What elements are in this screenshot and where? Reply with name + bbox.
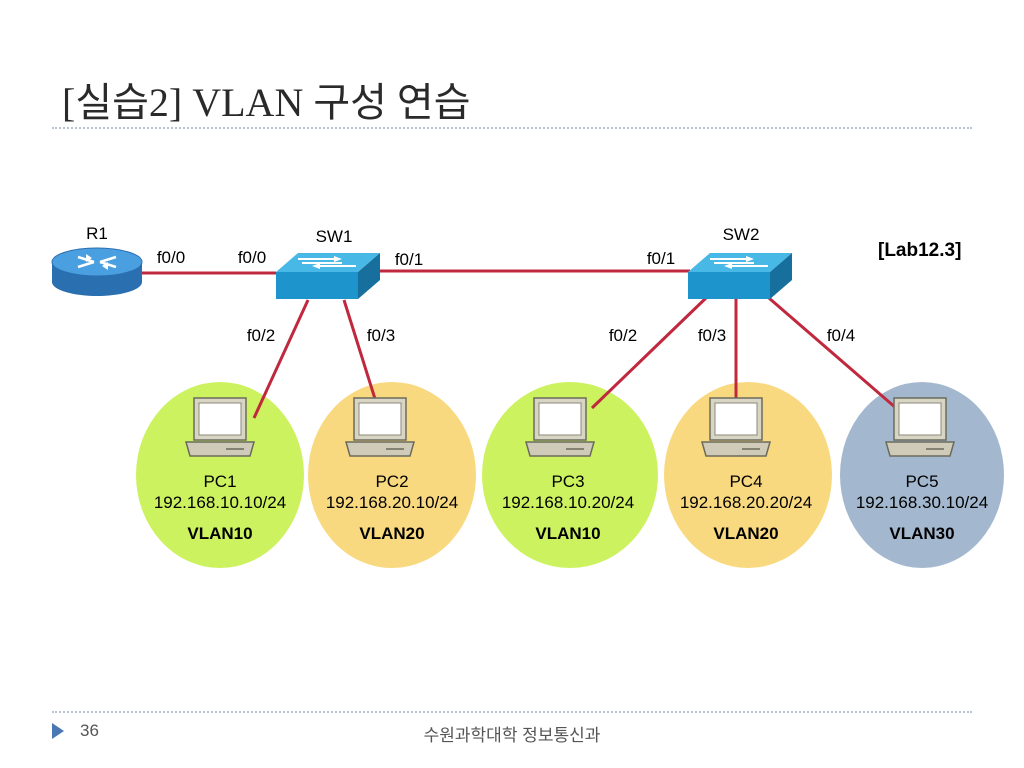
switch-sw1-label: SW1	[315, 227, 353, 246]
page-number: 36	[80, 721, 99, 740]
pc1-computer-icon	[185, 397, 255, 457]
pc4-ip: 192.168.20.20/24	[679, 493, 813, 512]
switch-sw2-label: SW2	[722, 225, 760, 244]
pc3-ip: 192.168.10.20/24	[501, 493, 635, 512]
pc2-vlan: VLAN20	[359, 524, 425, 543]
footer-divider	[52, 711, 972, 713]
port-label-sw1-f01: f0/1	[394, 250, 424, 269]
pc2-ip: 192.168.20.10/24	[325, 493, 459, 512]
link-sw1-pc2	[342, 299, 378, 403]
lab-tag: [Lab12.3]	[878, 240, 962, 261]
triangle-right-icon	[52, 723, 64, 739]
slide-title: [실습2] VLAN 구성 연습	[62, 80, 471, 125]
router-r1-icon	[51, 247, 143, 296]
pc1-name: PC1	[203, 472, 237, 491]
pc3-name: PC3	[551, 472, 585, 491]
pc1-ip: 192.168.10.10/24	[153, 493, 287, 512]
pc3-vlan: VLAN10	[535, 524, 601, 543]
port-label-sw2-f03: f0/3	[697, 326, 727, 345]
pc1-vlan: VLAN10	[187, 524, 253, 543]
pc2-name: PC2	[375, 472, 409, 491]
pc1-info: PC1 192.168.10.10/24 VLAN10	[154, 471, 286, 544]
port-label-sw1-f00: f0/0	[237, 248, 267, 267]
links	[140, 269, 897, 419]
title-divider	[52, 127, 972, 129]
port-label-sw1-f02: f0/2	[246, 326, 276, 345]
port-label-r1-f00: f0/0	[156, 248, 186, 267]
link-sw2-pc5	[761, 290, 897, 410]
pc3-info: PC3 192.168.10.20/24 VLAN10	[502, 471, 634, 544]
port-label-sw1-f03: f0/3	[366, 326, 396, 345]
port-label-sw2-f04: f0/4	[826, 326, 856, 345]
pc4-info: PC4 192.168.20.20/24 VLAN20	[680, 471, 812, 544]
pc5-ip: 192.168.30.10/24	[855, 493, 989, 512]
pc2-computer-icon	[345, 397, 415, 457]
pc3-computer-icon	[525, 397, 595, 457]
link-sw2-pc3	[590, 296, 708, 410]
vlan-ellipse-pc5	[840, 382, 1004, 568]
pc4-vlan: VLAN20	[713, 524, 779, 543]
pc4-computer-icon	[701, 397, 771, 457]
pc2-info: PC2 192.168.20.10/24 VLAN20	[326, 471, 458, 544]
pc5-computer-icon	[885, 397, 955, 457]
pc5-info: PC5 192.168.30.10/24 VLAN30	[856, 471, 988, 544]
vlan-ellipse-pc3	[482, 382, 658, 568]
vlan-ellipse-pc4	[664, 382, 832, 568]
port-label-sw2-f02: f0/2	[608, 326, 638, 345]
port-label-sw2-f01: f0/1	[646, 249, 676, 268]
vlan-ellipse-pc1	[136, 382, 304, 568]
pc5-name: PC5	[905, 472, 939, 491]
pc4-name: PC4	[729, 472, 763, 491]
switch-sw1-icon	[276, 253, 380, 299]
router-label: R1	[86, 224, 108, 243]
switch-sw2-icon	[688, 253, 792, 299]
pc5-vlan: VLAN30	[889, 524, 955, 543]
vlan-ellipse-pc2	[308, 382, 476, 568]
footer-text: 수원과학대학 정보통신과	[423, 726, 601, 745]
link-sw1-pc1	[252, 299, 310, 419]
